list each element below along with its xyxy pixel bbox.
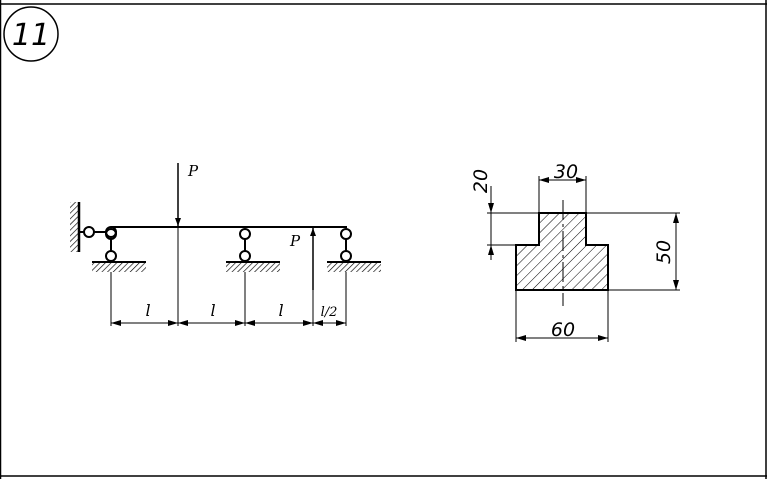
load-arrow-2: P [289, 228, 316, 326]
dim-top-width-value: 30 [554, 161, 578, 183]
span-label-3: l [278, 301, 283, 320]
load-label-1: P [187, 162, 199, 180]
dim-bottom-width: 60 [515, 290, 609, 342]
span-label-1: l [145, 301, 150, 320]
dim-total-height: 50 [586, 212, 680, 291]
span-label-4: l/2 [321, 305, 338, 320]
span-extension-lines [110, 272, 347, 326]
problem-number-circle [3, 6, 59, 62]
pin-support-3 [327, 228, 381, 272]
section-shape [515, 212, 609, 291]
dim-top-width: 30 [538, 161, 587, 213]
problem-number: 11 [12, 18, 50, 53]
load-label-2: P [289, 232, 301, 250]
load-arrow-1: P [175, 162, 199, 326]
dim-step-height-value: 20 [470, 169, 492, 193]
problem-number-badge: 11 [3, 6, 59, 62]
dim-step-height: 20 [470, 169, 539, 260]
cross-section-diagram: 30 20 50 60 [470, 161, 680, 342]
dim-total-height-value: 50 [653, 240, 675, 264]
beam-diagram: P P l l l l/2 [70, 162, 381, 326]
span-dimension-line [111, 320, 346, 326]
span-label-2: l [210, 301, 215, 320]
fixed-wall [70, 202, 81, 252]
pin-support-1 [92, 228, 146, 272]
pin-support-2 [226, 228, 280, 272]
dim-bottom-width-value: 60 [551, 319, 575, 341]
